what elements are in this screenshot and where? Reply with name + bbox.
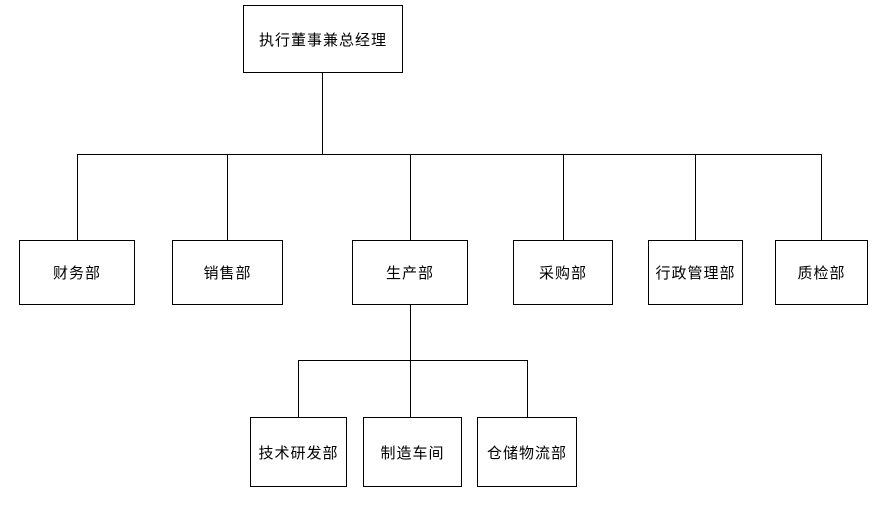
org-node-logistics[interactable]: 仓储物流部	[477, 417, 577, 487]
org-node-finance[interactable]: 财务部	[19, 240, 135, 305]
connector-root-stem	[322, 73, 323, 154]
org-node-qc[interactable]: 质检部	[775, 240, 868, 305]
org-node-rnd-label: 技术研发部	[258, 444, 339, 462]
connector-level2-bus	[298, 360, 528, 361]
connector-drop-procurement	[563, 154, 564, 240]
connector-drop-production	[410, 154, 411, 240]
org-node-sales[interactable]: 销售部	[172, 240, 283, 305]
org-node-finance-label: 财务部	[52, 265, 101, 282]
connector-drop-rnd	[298, 360, 299, 417]
connector-drop-sales	[227, 154, 228, 240]
org-node-production[interactable]: 生产部	[352, 240, 468, 305]
org-node-root[interactable]: 执行董事兼总经理	[243, 5, 403, 73]
org-node-rnd[interactable]: 技术研发部	[250, 417, 347, 487]
connector-drop-finance	[77, 154, 78, 240]
org-node-qc-label: 质检部	[797, 265, 846, 282]
org-node-workshop-label: 制造车间	[380, 444, 445, 462]
org-node-procurement[interactable]: 采购部	[513, 240, 613, 305]
org-node-procurement-label: 采购部	[538, 265, 587, 282]
connector-drop-logistics	[527, 360, 528, 417]
connector-level1-bus	[77, 154, 822, 155]
org-node-production-label: 生产部	[385, 265, 434, 282]
org-node-workshop[interactable]: 制造车间	[363, 417, 462, 487]
org-node-root-label: 执行董事兼总经理	[258, 31, 387, 49]
connector-drop-admin	[695, 154, 696, 240]
org-node-admin-label: 行政管理部	[655, 265, 736, 282]
connector-drop-qc	[821, 154, 822, 240]
org-node-sales-label: 销售部	[203, 265, 252, 282]
connector-production-stem	[410, 305, 411, 417]
org-node-admin[interactable]: 行政管理部	[648, 240, 743, 305]
org-node-logistics-label: 仓储物流部	[486, 444, 567, 462]
